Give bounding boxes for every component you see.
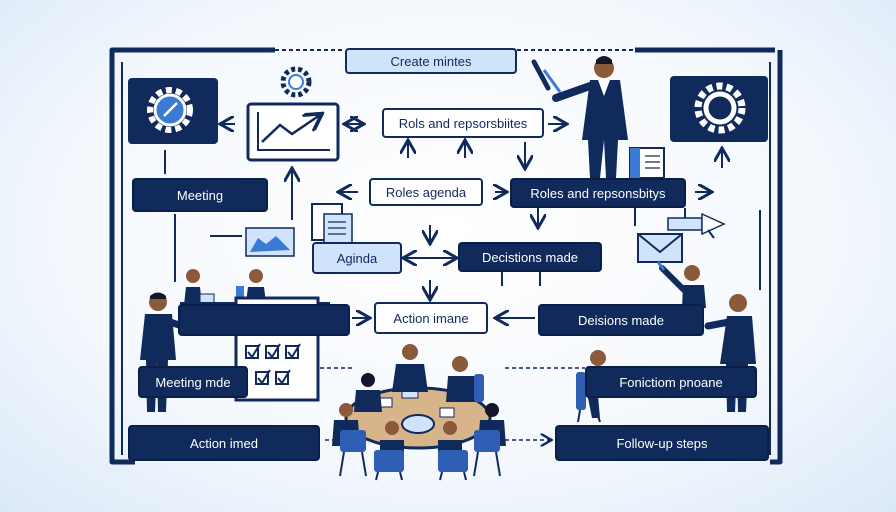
decisions-made-box-bottom: Deisions made	[538, 304, 704, 336]
roles-responsibilities-top-box: Rols and repsorsbiites	[382, 108, 544, 138]
inner-frame	[121, 62, 771, 455]
chart-icon	[246, 102, 340, 162]
thumbnail-chart-icon	[245, 227, 295, 257]
small-gear-icon	[280, 66, 312, 98]
document-icon	[311, 203, 353, 245]
meeting-mode-box: Meeting mde	[138, 366, 248, 398]
document-icon-right	[629, 147, 665, 179]
gear-icon	[128, 78, 218, 144]
decisions-made-box-top: Decistions made	[458, 242, 602, 272]
presenter-figure	[531, 56, 628, 178]
envelope-icon	[637, 233, 683, 263]
title-box: Create mintes	[345, 48, 517, 74]
action-imane-box: Action imane	[374, 302, 488, 334]
agenda-box: Aginda	[312, 242, 402, 274]
meeting-box: Meeting	[132, 178, 268, 212]
roles-responsibilities-box: Roles and repsonsbitys	[510, 178, 686, 208]
meeting-table-scene	[332, 344, 506, 481]
fonictiom-box: Fonictiom pnoane	[585, 366, 757, 398]
roles-agenda-box: Roles agenda	[369, 178, 483, 206]
action-imed-box: Action imed	[128, 425, 320, 461]
outer-frame	[109, 47, 783, 465]
follow-up-steps-box: Follow-up steps	[555, 425, 769, 461]
connectors	[152, 124, 761, 369]
gear-icon-right	[670, 76, 768, 142]
left-blank-box	[178, 304, 350, 336]
pen-icon	[667, 212, 726, 239]
